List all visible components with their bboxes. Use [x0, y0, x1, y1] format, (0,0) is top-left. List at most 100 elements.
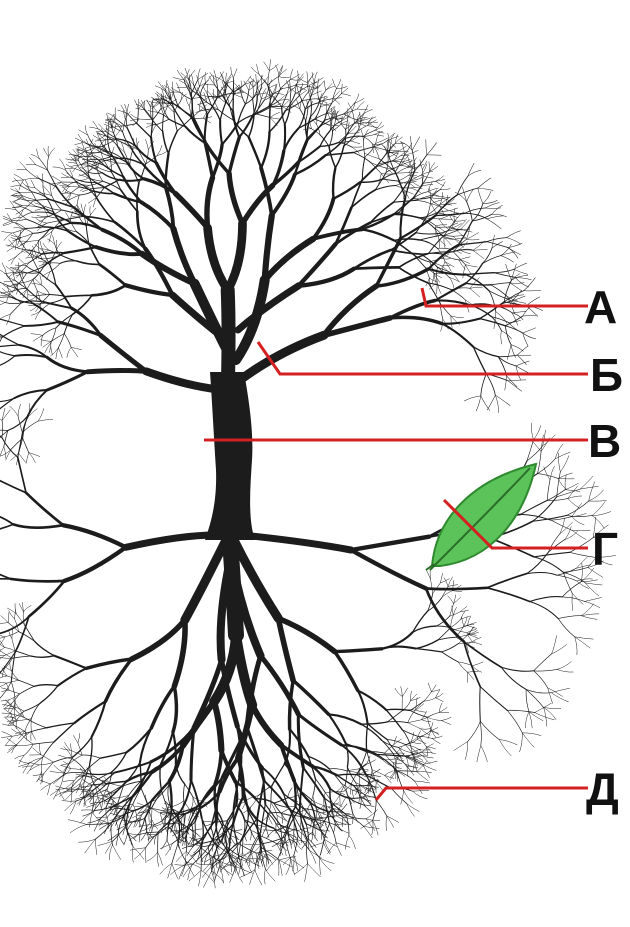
branch-segment [0, 356, 15, 368]
branch-segment [11, 189, 20, 193]
branch-segment [269, 60, 270, 71]
branch-segment [17, 169, 27, 170]
branch-segment [37, 149, 40, 159]
branch-segment [354, 267, 399, 268]
branch-segment [66, 772, 87, 773]
branch-segment [132, 620, 185, 659]
leader-line-b [258, 342, 588, 374]
branch-segment [320, 843, 323, 857]
branch-segment [84, 205, 86, 214]
branch-segment [320, 99, 333, 102]
branch-segment [126, 285, 173, 295]
branch-segment [434, 273, 441, 277]
branch-segment [103, 181, 121, 190]
branch-segment [61, 177, 69, 178]
branch-segment [47, 272, 51, 280]
branch-segment [50, 263, 60, 271]
branch-segment [501, 256, 514, 263]
branch-segment [307, 72, 308, 83]
branch-segment [278, 859, 279, 876]
branch-segment [71, 790, 93, 791]
branch-segment [106, 659, 132, 701]
branch-segment [520, 733, 523, 752]
branch-segment [341, 88, 348, 94]
branch-segment [182, 862, 187, 876]
branch-segment [15, 265, 26, 266]
branch-segment [264, 62, 270, 71]
branch-segment [483, 200, 497, 203]
branch-segment [58, 334, 64, 348]
branch-segment [63, 525, 126, 547]
branch-segment [442, 717, 452, 720]
branch-segment [220, 121, 222, 145]
branch-segment [427, 143, 437, 155]
branch-segment [492, 235, 495, 248]
branch-segment [572, 593, 583, 604]
branch-segment [326, 103, 327, 113]
branch-segment [268, 71, 270, 86]
branch-segment [534, 671, 548, 688]
branch-segment [34, 685, 58, 687]
branch-segment [468, 170, 481, 176]
branch-segment [60, 255, 76, 261]
branch-segment [23, 201, 33, 209]
branch-segment [26, 453, 29, 464]
branch-segment [487, 588, 530, 602]
branch-segment [361, 129, 364, 140]
branch-segment [31, 180, 35, 188]
branch-segment [0, 412, 2, 421]
branch-segment [88, 370, 147, 371]
branch-segment [7, 738, 17, 745]
branch-segment [169, 131, 178, 154]
branch-segment [557, 669, 573, 672]
branch-segment [173, 801, 184, 807]
branch-segment [271, 107, 283, 109]
label-b-branch: Б [590, 352, 623, 398]
branch-segment [510, 283, 522, 291]
branch-segment [1, 319, 25, 326]
branch-segment [69, 187, 79, 188]
branch-segment [15, 355, 47, 357]
branch-segment [164, 809, 167, 823]
branch-segment [228, 290, 229, 380]
branch-segment [416, 200, 431, 203]
branch-segment [242, 535, 351, 550]
branch-segment [85, 152, 94, 153]
branch-segment [258, 82, 264, 88]
branch-segment [48, 784, 51, 795]
branch-segment [498, 355, 517, 357]
branch-segment [468, 671, 479, 672]
branch-segment [189, 870, 201, 881]
branch-segment [442, 644, 459, 652]
branch-segment [44, 762, 54, 774]
branch-segment [64, 334, 71, 348]
branch-segment [11, 186, 21, 187]
branch-segment [32, 284, 42, 285]
branch-segment [266, 828, 269, 838]
branch-segment [132, 847, 133, 863]
branch-segment [401, 687, 403, 697]
branch-segment [499, 740, 511, 756]
branch-segment [439, 219, 452, 220]
branch-segment [77, 195, 79, 205]
branch-segment [376, 138, 388, 143]
branch-segment [411, 691, 412, 700]
branch-segment [333, 168, 335, 199]
branch-segment [337, 791, 345, 792]
branch-segment [465, 265, 477, 267]
branch-segment [0, 345, 19, 347]
branch-segment [526, 689, 529, 711]
branch-segment [517, 346, 528, 355]
branch-segment [60, 261, 77, 264]
branch-segment [118, 834, 124, 845]
branch-segment [483, 256, 501, 264]
branch-segment [43, 207, 48, 217]
branch-segment [397, 172, 409, 173]
branch-segment [85, 839, 96, 853]
branch-segment [439, 707, 447, 712]
branch-segment [73, 295, 93, 314]
branch-segment [37, 291, 38, 300]
branch-segment [452, 224, 462, 229]
branch-segment [38, 178, 56, 187]
branch-segment [544, 708, 561, 709]
